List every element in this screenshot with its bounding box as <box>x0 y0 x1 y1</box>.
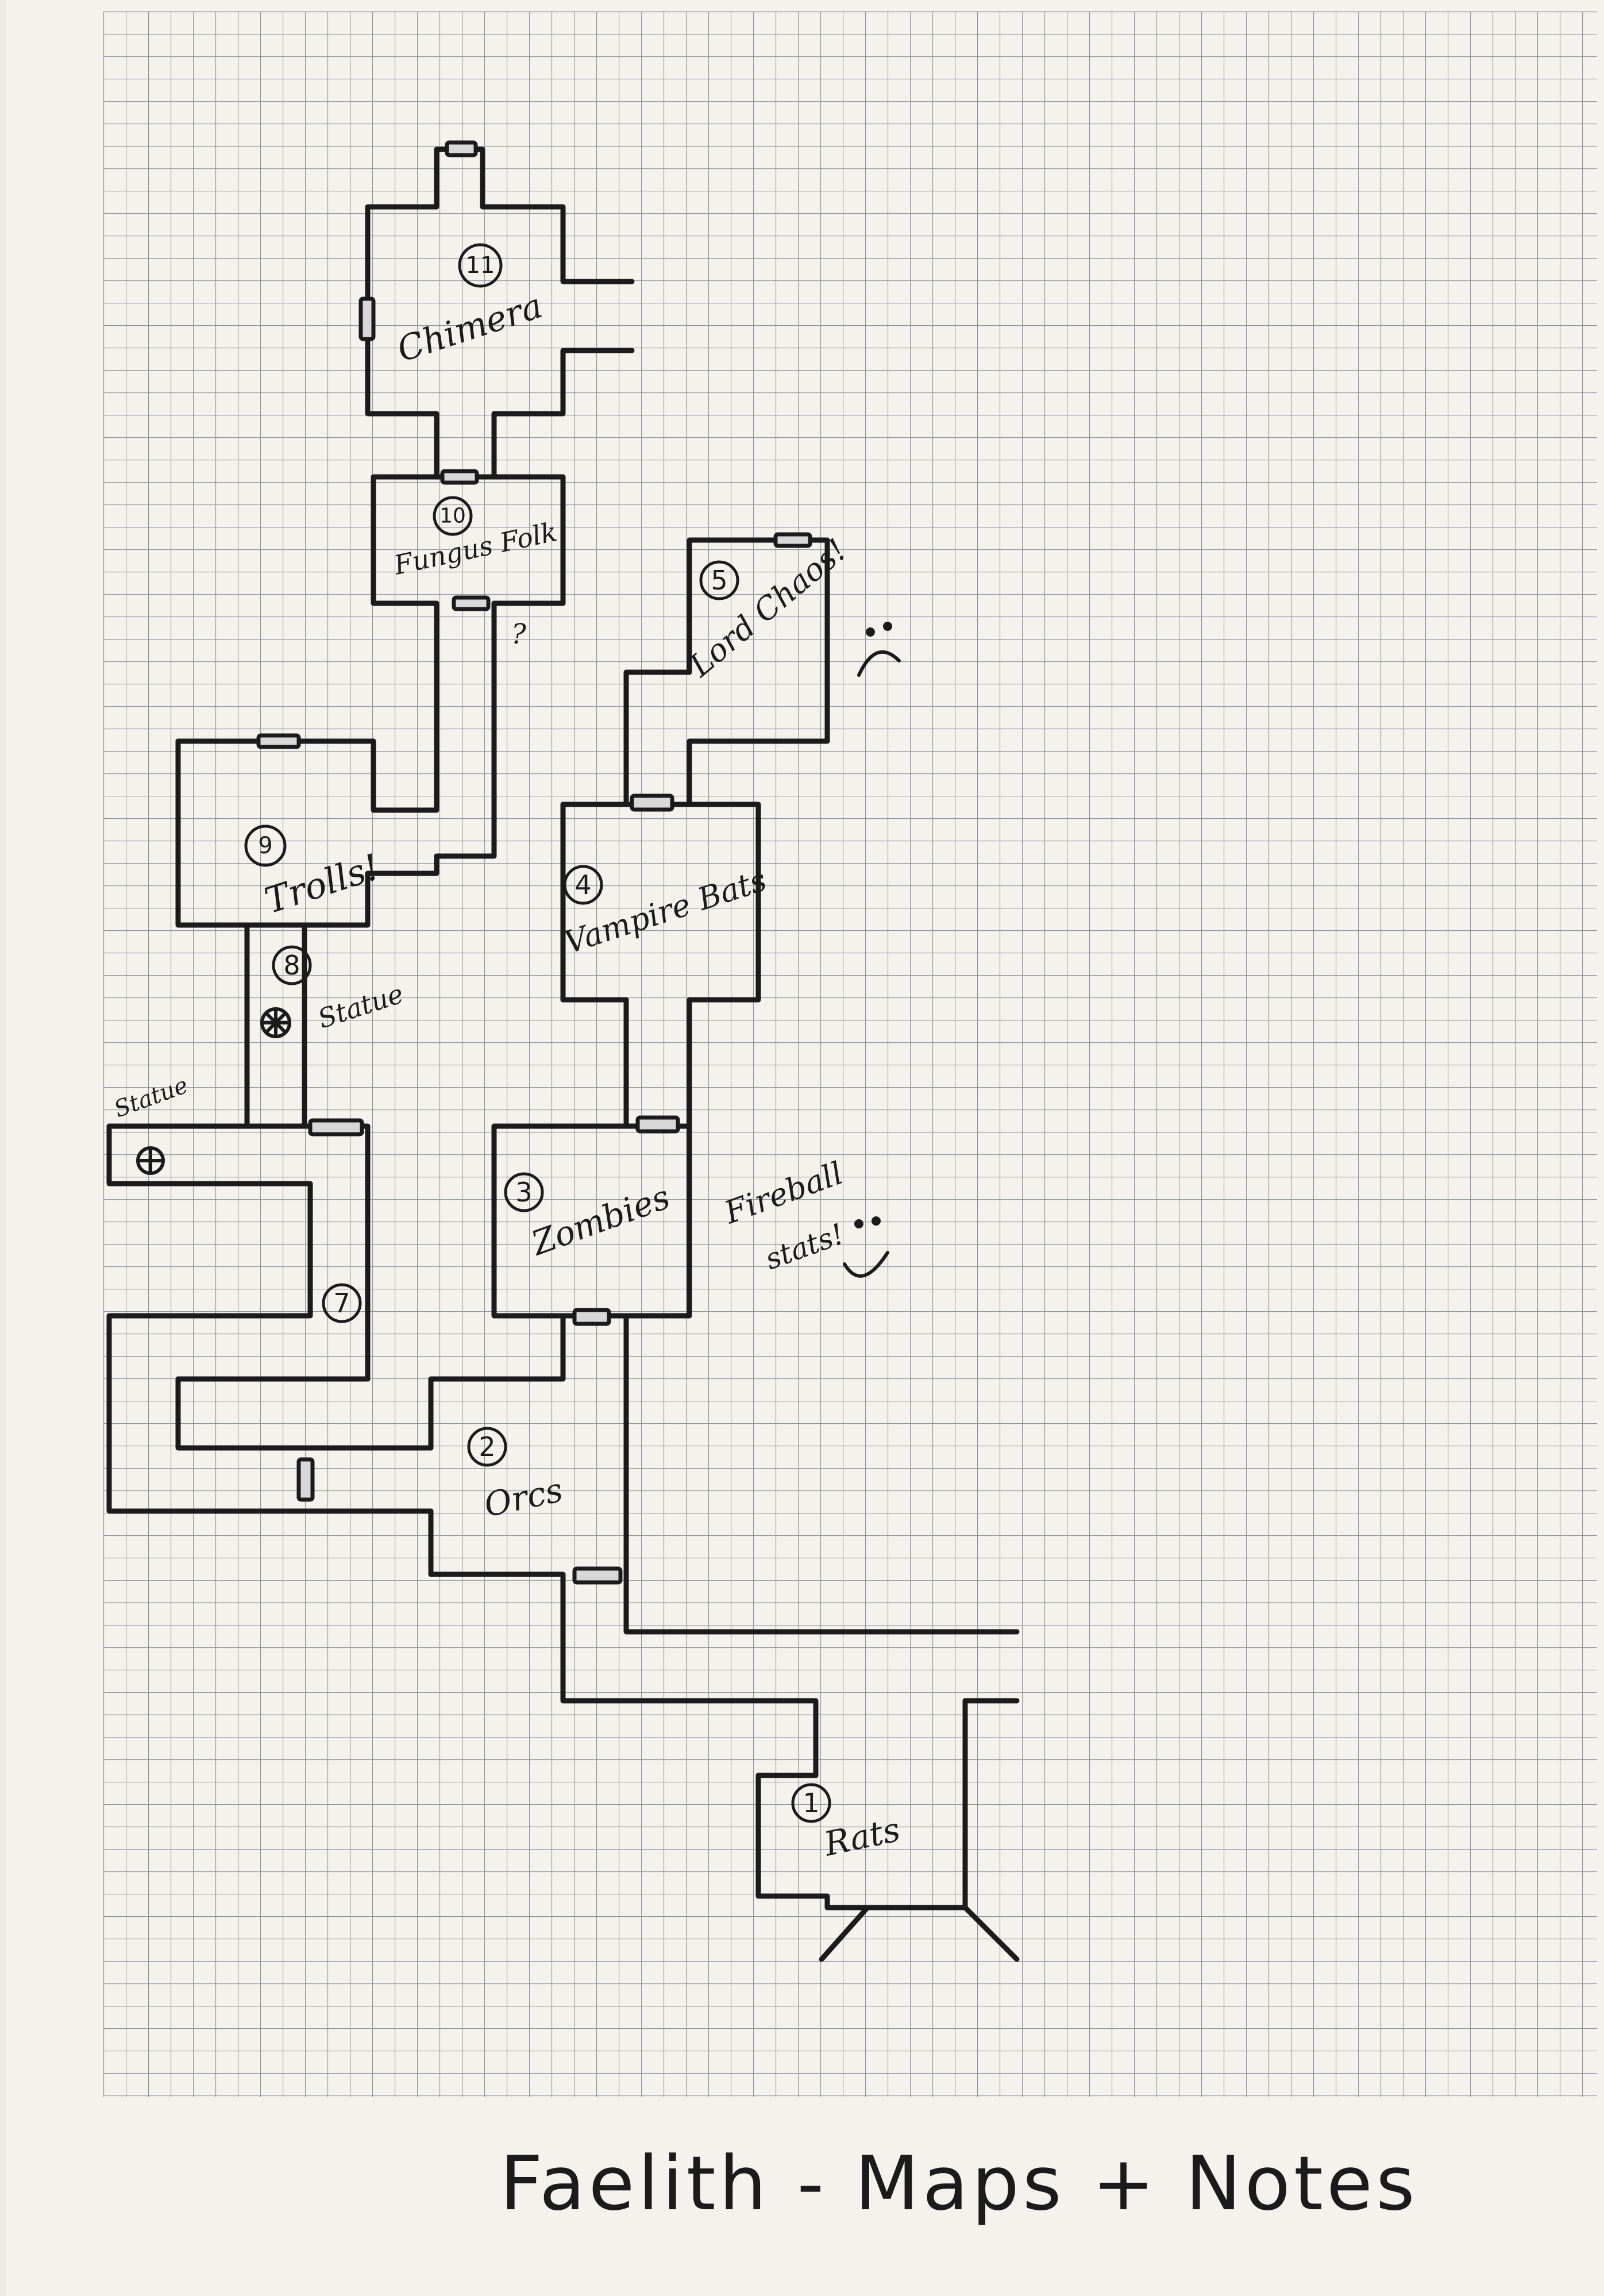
door-statue-top <box>308 1118 364 1137</box>
statue-symbols <box>136 1007 291 1175</box>
room-number: 2 <box>479 1431 495 1462</box>
smiley-doodles <box>843 622 901 1278</box>
door-north-chimera <box>445 140 478 157</box>
door-fungus-top <box>440 469 479 485</box>
room-number-circles <box>244 243 831 1823</box>
room-number: 11 <box>466 252 495 279</box>
room-number: 7 <box>333 1288 350 1319</box>
room-number: 8 <box>283 950 300 981</box>
door-vampire-top <box>630 793 674 812</box>
dungeon-walls <box>106 147 1020 1962</box>
page-title: Faelith - Maps + Notes <box>500 2140 1418 2227</box>
room-number: 1 <box>803 1788 819 1819</box>
room-number: 5 <box>711 565 727 596</box>
door-orcs-bottom <box>572 1566 623 1585</box>
room-number: 9 <box>258 833 272 859</box>
note-question: ? <box>511 618 526 650</box>
door-corridor <box>296 1457 315 1502</box>
room-number: 10 <box>439 504 466 528</box>
room-number: 4 <box>574 869 591 900</box>
door-zombies-bottom <box>572 1308 611 1326</box>
door-zombies-top <box>635 1115 680 1134</box>
grid-area <box>103 11 1597 2097</box>
doors <box>256 140 812 1585</box>
door-trolls-top <box>256 733 301 749</box>
room-number: 3 <box>515 1177 532 1208</box>
door-fungus-bottom <box>452 595 491 611</box>
door-west-chimera <box>358 296 376 341</box>
door-lord-chaos <box>773 532 812 548</box>
statue-icon <box>136 1146 165 1175</box>
